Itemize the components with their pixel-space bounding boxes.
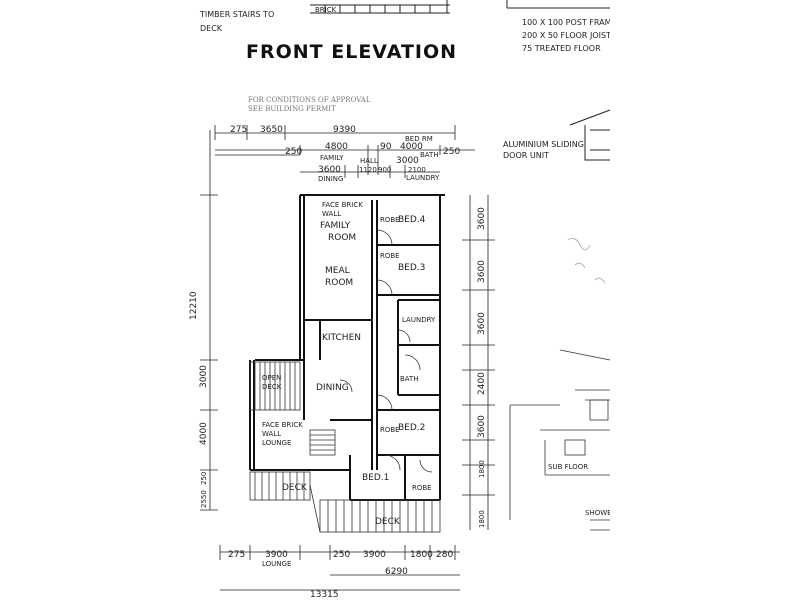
dim-bottom-1800: 1800 bbox=[410, 550, 433, 560]
label-robe-4: ROBE bbox=[412, 484, 432, 492]
door-swings bbox=[339, 229, 433, 473]
dim-right-6: 1800 bbox=[478, 510, 486, 528]
dim-right-3: 3600 bbox=[477, 312, 487, 335]
bottom-dimension-lines bbox=[219, 545, 460, 591]
dim-top-3000: 3000 bbox=[396, 156, 419, 166]
dim-left-3000: 3000 bbox=[199, 365, 209, 388]
label-robe-2: ROBE bbox=[380, 252, 400, 260]
dim-top-275: 275 bbox=[230, 125, 247, 135]
dim-bottom-13315: 13315 bbox=[310, 590, 339, 600]
label-laundry: LAUNDRY bbox=[402, 316, 436, 324]
label-kitchen: KITCHEN bbox=[322, 333, 361, 343]
dim-bottom-lounge: LOUNGE bbox=[262, 560, 291, 568]
dim-top-laundry: LAUNDRY bbox=[406, 174, 440, 182]
side-elevation-sketch-top bbox=[569, 109, 611, 161]
label-face-brick-wall-1: FACE BRICK bbox=[322, 201, 363, 209]
dim-right-7: 3600 bbox=[477, 415, 487, 438]
dim-top-bedrm: BED RM bbox=[405, 135, 433, 143]
top-elevation-sketch bbox=[310, 0, 610, 14]
dim-right-2: 3600 bbox=[477, 260, 487, 283]
dim-right-1: 3600 bbox=[477, 207, 487, 230]
approval-stamp-line-2: SEE BUILDING PERMIT bbox=[248, 105, 336, 113]
top-dimension-lines bbox=[214, 125, 475, 178]
label-deck-left: DECK bbox=[282, 483, 308, 493]
dim-bottom-275: 275 bbox=[228, 550, 245, 560]
label-face-brick-wall-2b: WALL bbox=[262, 430, 281, 438]
spec-post-frame: 100 X 100 POST FRAME bbox=[522, 18, 617, 27]
approval-stamp-line-1: FOR CONDITIONS OF APPROVAL bbox=[248, 96, 371, 104]
dim-top-90: 90 bbox=[380, 142, 392, 152]
faint-sketch-marks bbox=[567, 238, 606, 284]
dim-right-5: 1800 bbox=[478, 460, 486, 478]
right-dimension-lines bbox=[462, 195, 495, 530]
open-deck-hatch bbox=[249, 361, 301, 411]
label-bed-3: BED.3 bbox=[398, 263, 425, 273]
dim-top-4800: 4800 bbox=[325, 142, 348, 152]
dim-top-250b: 250 bbox=[443, 147, 460, 157]
dim-top-family: FAMILY bbox=[320, 154, 344, 162]
dim-right-4: 2400 bbox=[477, 372, 487, 395]
door-note-line-2: DOOR UNIT bbox=[503, 151, 549, 160]
label-bed-4: BED.4 bbox=[398, 215, 426, 225]
dim-top-4000: 4000 bbox=[400, 142, 423, 152]
deck-left-hatch bbox=[249, 471, 311, 501]
label-dining: DINING bbox=[316, 383, 349, 393]
dim-top-3600: 3600 bbox=[318, 165, 341, 175]
page-title: FRONT ELEVATION bbox=[246, 41, 457, 63]
label-bath: BATH bbox=[400, 375, 419, 383]
spec-floor-joist: 200 X 50 FLOOR JOIST bbox=[522, 31, 611, 40]
dim-top-2100: 2100 bbox=[408, 166, 426, 174]
label-open-deck: DECK bbox=[262, 383, 282, 391]
label-family: FAMILY bbox=[320, 221, 351, 231]
dim-left-250: 250 bbox=[200, 472, 208, 485]
dim-left-12210: 12210 bbox=[189, 291, 199, 320]
side-section-sketch bbox=[509, 349, 611, 531]
label-open: OPEN bbox=[262, 374, 281, 382]
right-margin bbox=[610, 0, 800, 600]
dim-bottom-3900a: 3900 bbox=[265, 550, 288, 560]
stairs bbox=[309, 429, 336, 456]
label-face-brick-wall-2: FACE BRICK bbox=[262, 421, 303, 429]
dim-top-hall: HALL bbox=[360, 157, 378, 165]
label-meal: MEAL bbox=[325, 266, 350, 276]
label-deck-bottom: DECK bbox=[375, 517, 401, 527]
dim-top-9390: 9390 bbox=[333, 125, 356, 135]
dim-top-900: 900 bbox=[378, 166, 391, 174]
dim-bottom-280: 280 bbox=[436, 550, 453, 560]
door-note-line-1: ALUMINIUM SLIDING bbox=[503, 140, 584, 149]
deck-bottom-hatch bbox=[309, 484, 441, 533]
dim-bottom-6290: 6290 bbox=[385, 567, 408, 577]
label-face-brick-wall-1b: WALL bbox=[322, 210, 341, 218]
dim-top-3650: 3650 bbox=[260, 125, 283, 135]
label-robe-1: ROBE bbox=[380, 216, 400, 224]
label-lounge: LOUNGE bbox=[262, 439, 291, 447]
label-bed-2: BED.2 bbox=[398, 423, 425, 433]
brick-note: BRICK bbox=[315, 6, 337, 14]
dim-left-4000: 4000 bbox=[199, 422, 209, 445]
spec-treated-floor: 75 TREATED FLOOR bbox=[522, 44, 601, 53]
label-robe-3: ROBE bbox=[380, 426, 400, 434]
dim-top-250a: 250 bbox=[285, 147, 302, 157]
dim-bottom-3900b: 3900 bbox=[363, 550, 386, 560]
stairs-note: TIMBER STAIRS TO bbox=[199, 10, 274, 19]
dim-top-1120: 1120 bbox=[359, 166, 377, 174]
dim-left-2550: 2550 bbox=[200, 490, 208, 508]
dim-top-dining: DINING bbox=[318, 175, 343, 183]
label-meal-room: ROOM bbox=[325, 278, 353, 288]
label-bed-1: BED.1 bbox=[362, 473, 389, 483]
floor-plan-walls bbox=[249, 194, 445, 501]
label-sub-floor: SUB FLOOR bbox=[548, 463, 588, 471]
deck-note: DECK bbox=[200, 24, 223, 33]
dim-bottom-250: 250 bbox=[333, 550, 350, 560]
dim-top-bath: BATH bbox=[420, 151, 439, 159]
left-dimension-lines bbox=[200, 130, 300, 511]
label-family-room: ROOM bbox=[328, 233, 356, 243]
